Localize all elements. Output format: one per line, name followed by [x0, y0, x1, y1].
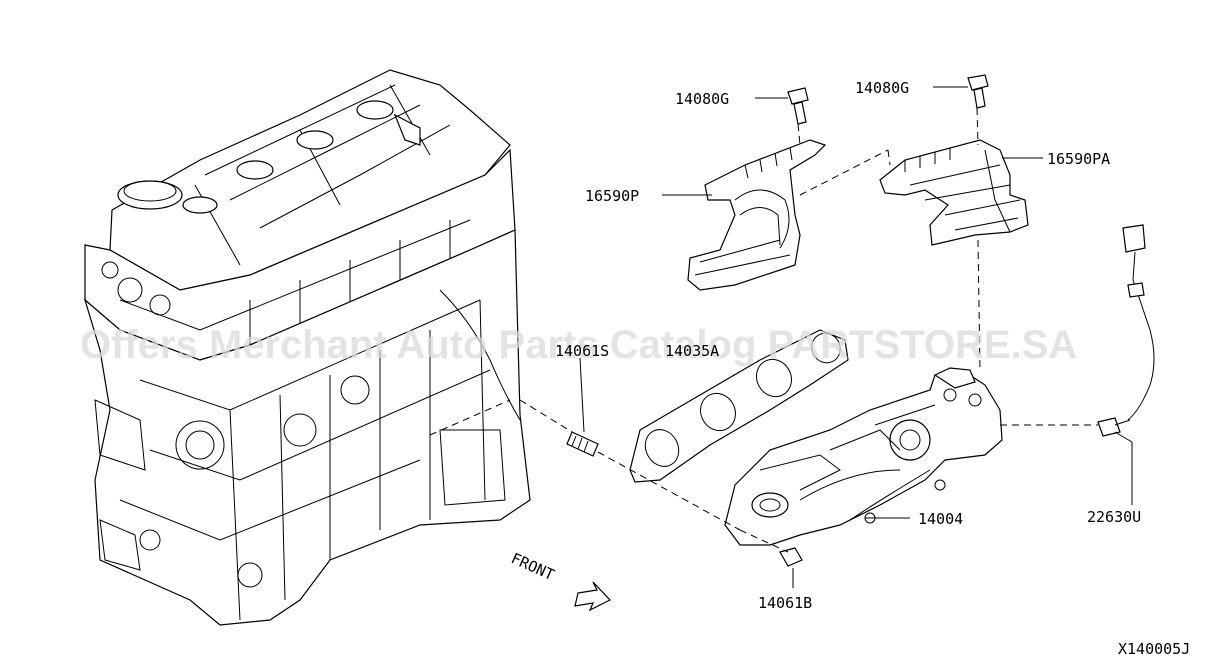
heat-shield-right — [879, 139, 1029, 246]
exhaust-gasket — [629, 329, 849, 483]
label-22630u[interactable]: 22630U — [1087, 508, 1141, 526]
label-16590p[interactable]: 16590P — [585, 187, 639, 205]
oxygen-sensor — [1097, 224, 1155, 437]
label-14004[interactable]: 14004 — [918, 510, 963, 528]
label-14080g-right[interactable]: 14080G — [855, 79, 909, 97]
nut-14061b — [779, 547, 803, 567]
bolt-14080g-left — [787, 87, 809, 125]
diagram-id: X140005J — [1118, 640, 1190, 658]
front-arrow-icon — [574, 581, 611, 612]
exhaust-manifold — [724, 367, 1003, 546]
dashed-lines — [429, 107, 1098, 553]
leader-lines — [579, 86, 1133, 588]
engine-block — [83, 69, 531, 626]
stud-14061s — [566, 431, 599, 457]
watermark: Offers Merchant Auto Parts Catalog PARTS… — [80, 323, 1077, 367]
label-16590pa[interactable]: 16590PA — [1047, 150, 1110, 168]
label-14061b[interactable]: 14061B — [758, 594, 812, 612]
front-label: FRONT — [508, 549, 557, 584]
label-14080g-left[interactable]: 14080G — [675, 90, 729, 108]
label-14035a[interactable]: 14035A — [665, 342, 719, 360]
bolt-14080g-right — [967, 74, 989, 109]
label-14061s[interactable]: 14061S — [555, 342, 609, 360]
heat-shield-upper — [687, 139, 827, 291]
